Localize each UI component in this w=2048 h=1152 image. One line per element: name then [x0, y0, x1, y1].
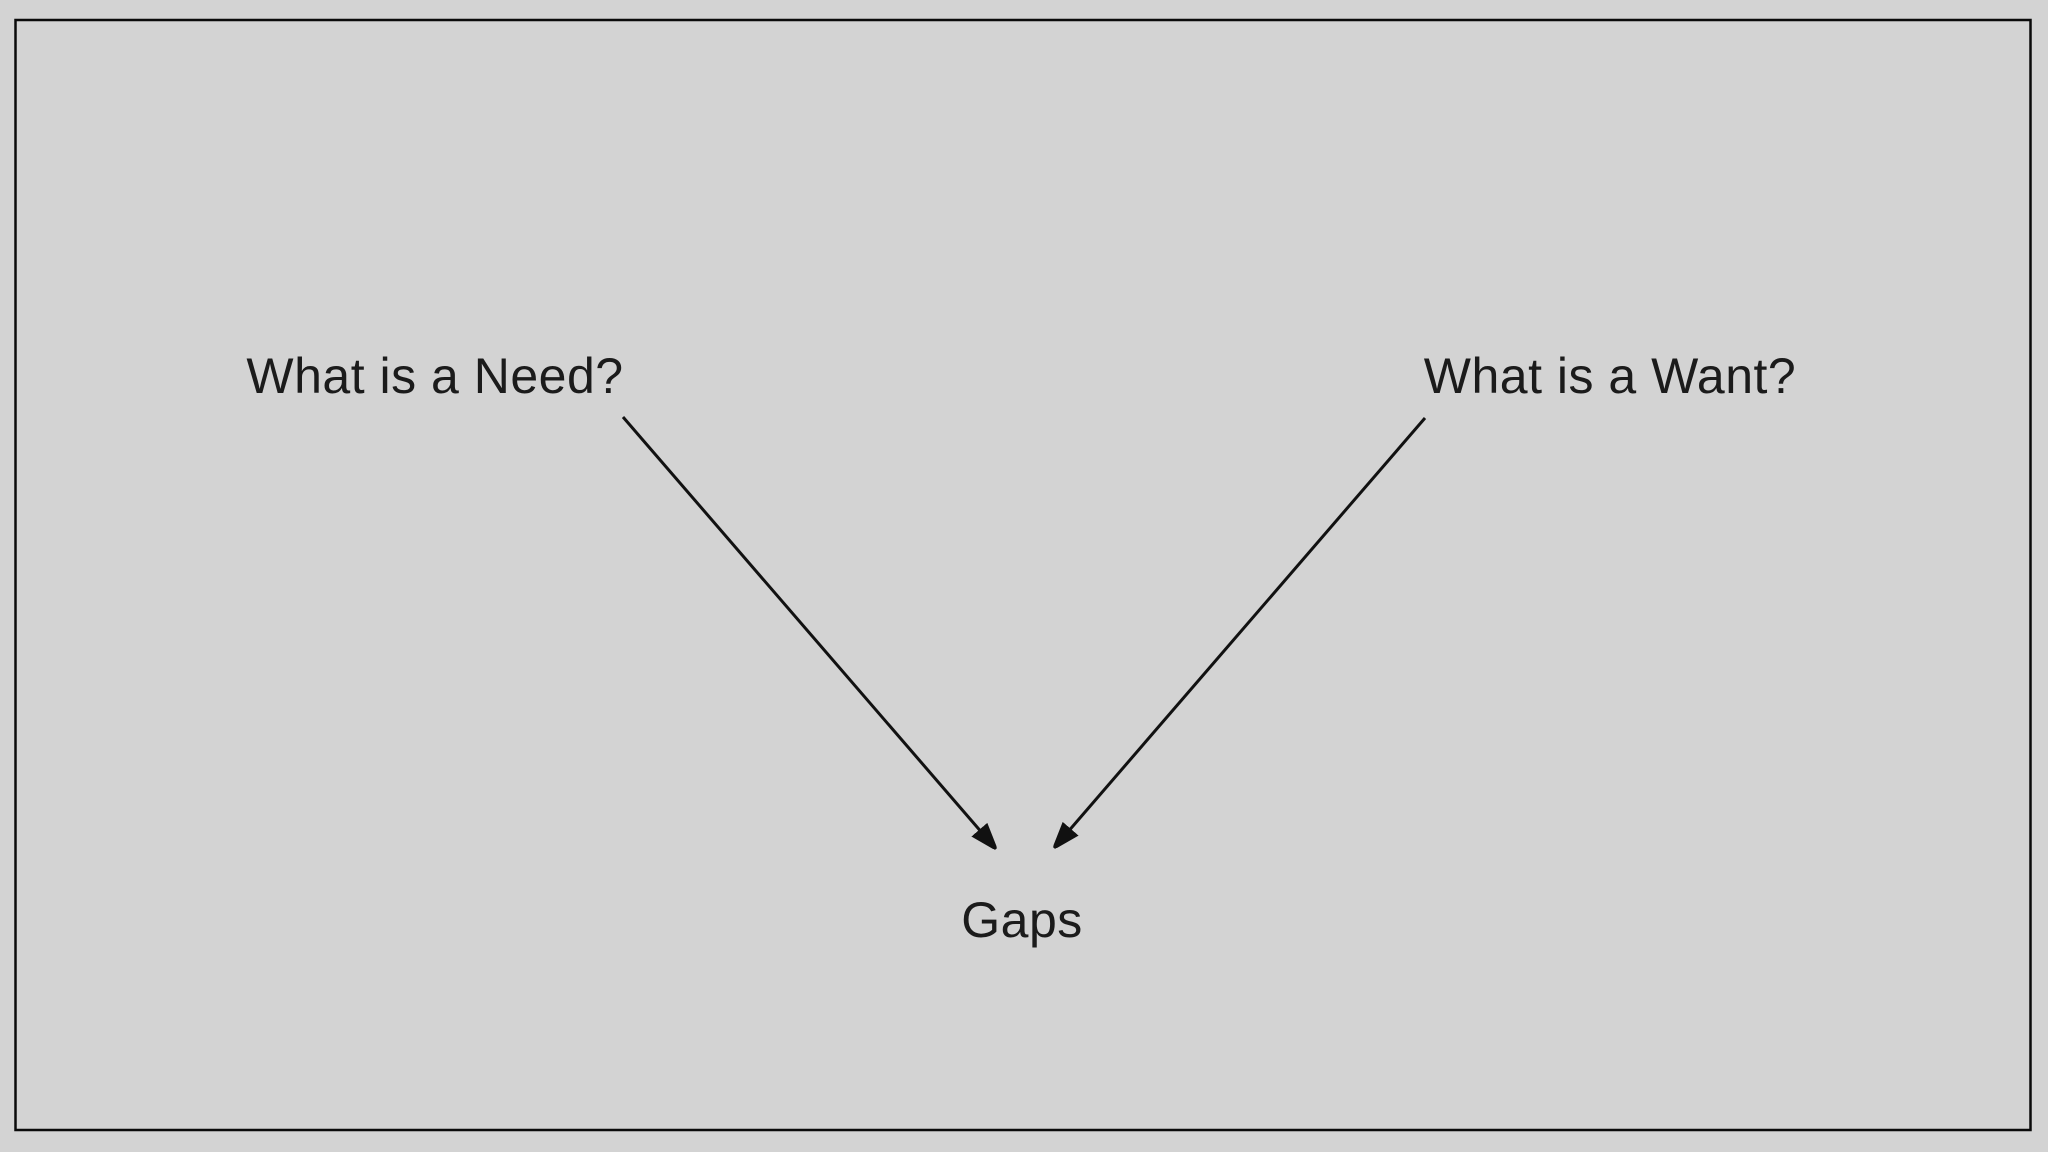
need-question-label: What is a Need? — [246, 348, 624, 404]
arrow-need-to-gaps — [621, 416, 996, 849]
slide-border — [14, 18, 2032, 1132]
want-question-label: What is a Want? — [1423, 348, 1797, 404]
gaps-label: Gaps — [961, 892, 1083, 948]
arrow-want-to-gaps — [1054, 417, 1427, 848]
